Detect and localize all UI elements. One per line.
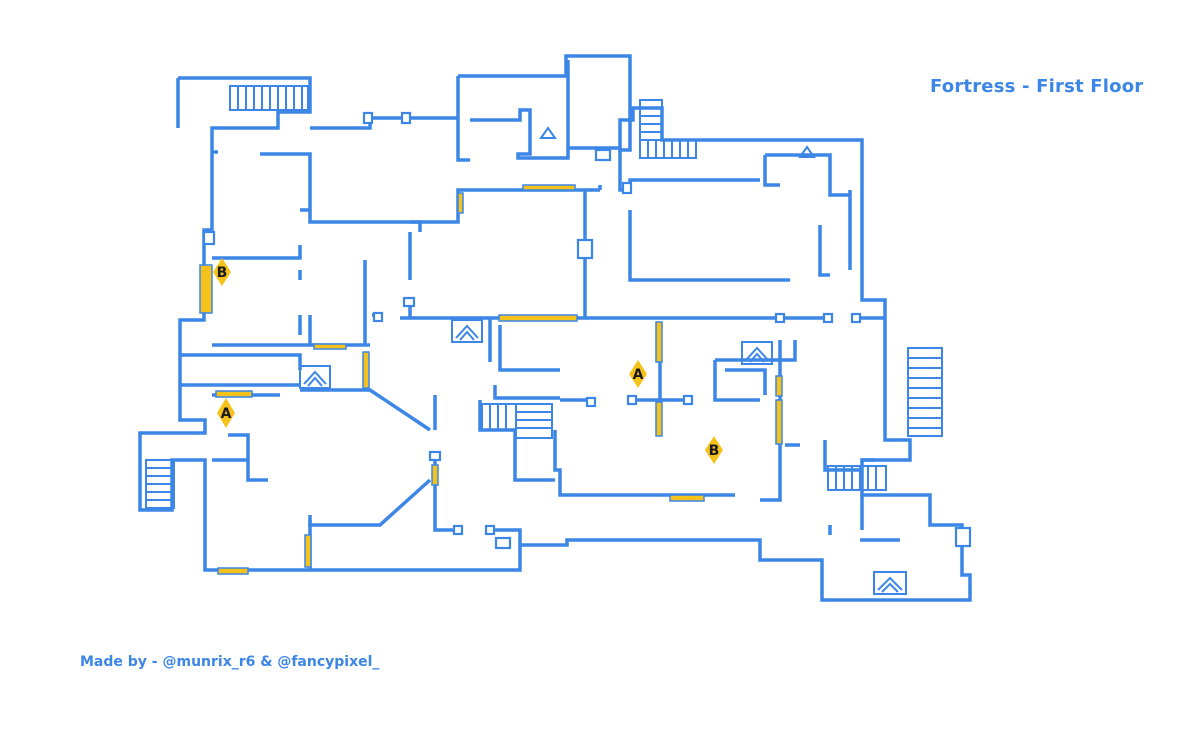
stairs-icon bbox=[229, 85, 309, 111]
stairs-icon bbox=[907, 347, 943, 437]
window-arrow-icon bbox=[451, 319, 483, 343]
bomb-site-marker-icon: A bbox=[217, 398, 235, 428]
site-a-east-label: A bbox=[633, 367, 644, 383]
bomb-site-marker-icon: A bbox=[629, 360, 647, 388]
ladder-hatch-icon bbox=[798, 145, 816, 158]
map-title: Fortress - First Floor bbox=[930, 76, 1144, 97]
site-b-east-label: B bbox=[709, 443, 720, 459]
ladder-hatch-icon bbox=[539, 126, 557, 139]
site-a-west-label: A bbox=[221, 406, 232, 422]
reinforced-walls bbox=[199, 184, 783, 575]
stairs-icon bbox=[481, 403, 553, 439]
window-arrow-icon bbox=[299, 365, 331, 389]
window-arrow-icon bbox=[741, 341, 773, 365]
window-arrow-icon bbox=[873, 571, 907, 595]
bomb-site-marker-icon: B bbox=[705, 436, 723, 464]
stairs-icon bbox=[827, 465, 887, 491]
site-b-west-label: B bbox=[217, 265, 228, 281]
bomb-site-marker-icon: B bbox=[213, 258, 231, 286]
credits-text: Made by - @munrix_r6 & @fancypixel_ bbox=[80, 654, 380, 670]
stairs-icon bbox=[639, 99, 697, 159]
wall-pillars bbox=[202, 111, 972, 550]
stairs-icon bbox=[145, 459, 175, 509]
